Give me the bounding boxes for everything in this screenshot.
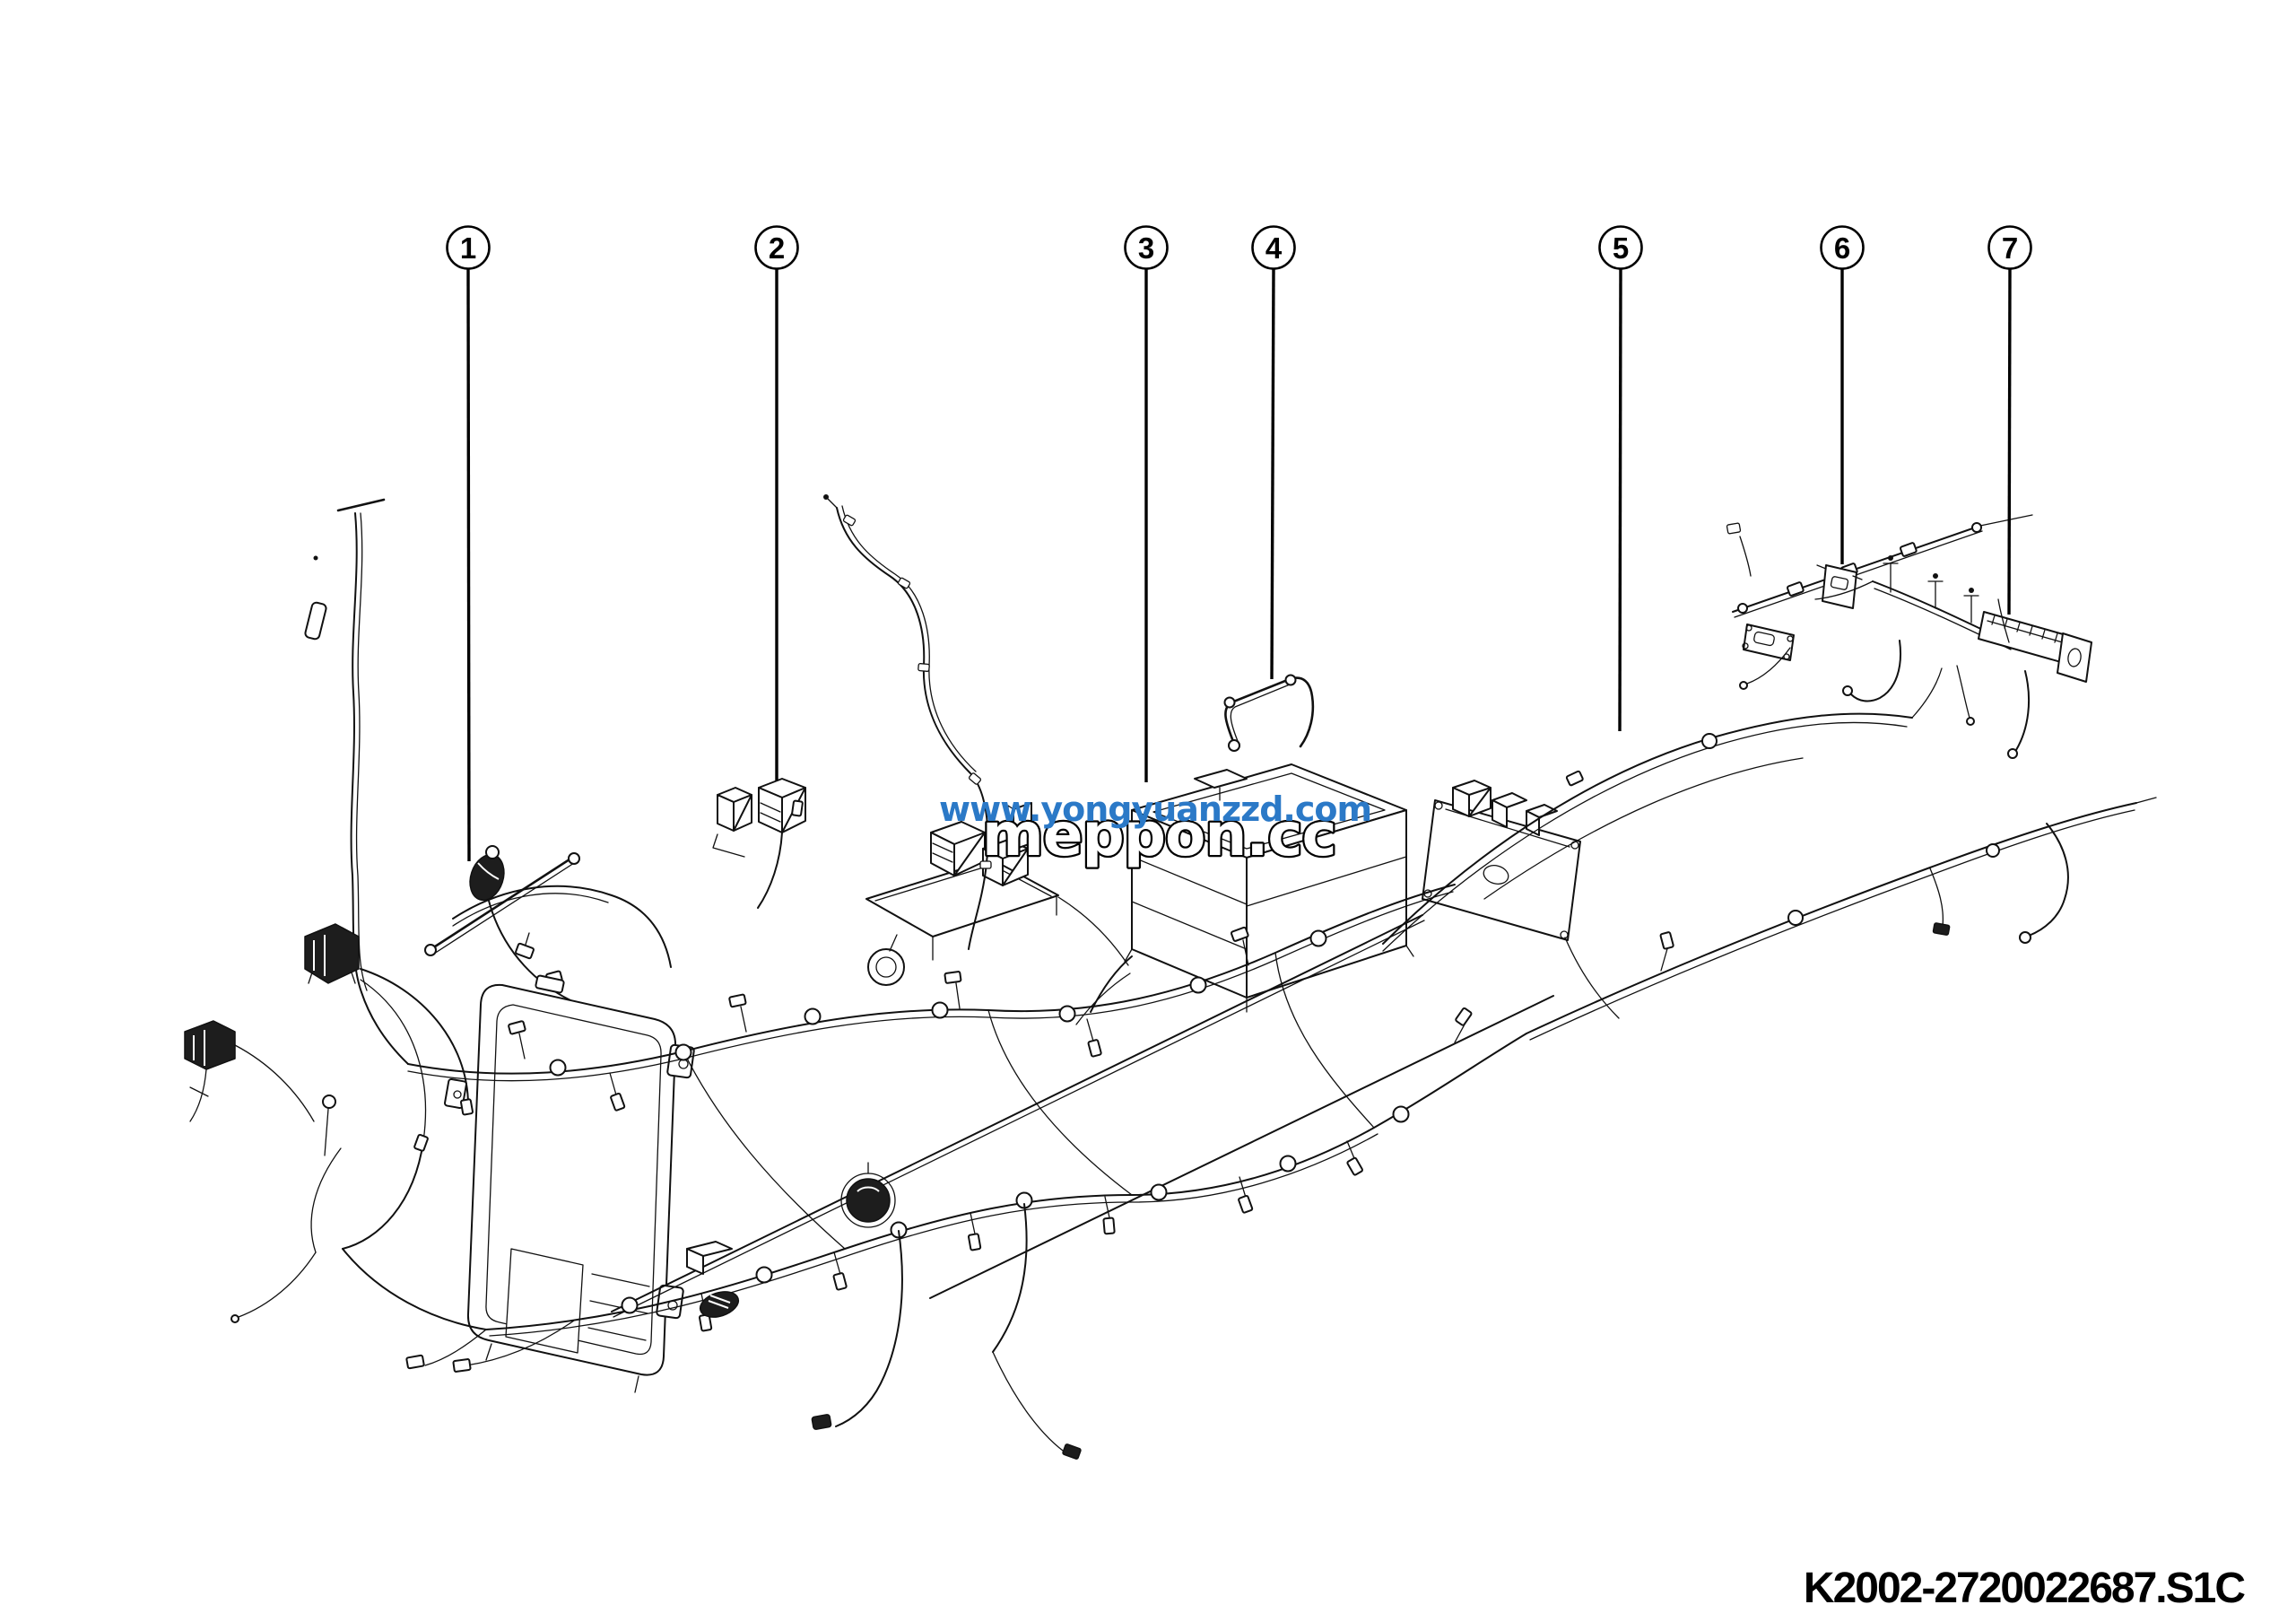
callout-marker-2: 2 — [754, 225, 799, 780]
bracket-plate — [1422, 780, 1620, 1019]
harness-artwork — [184, 494, 2157, 1460]
left-hanging-wire — [304, 498, 409, 1065]
callout-number-4: 4 — [1265, 231, 1283, 265]
hook-wire — [1223, 674, 1315, 752]
callout-marker-4: 4 — [1251, 225, 1296, 680]
callouts: 1 2 3 4 5 6 7 — [446, 225, 2032, 862]
watermark-url-text: www.yongyuanzzd.com — [939, 789, 1371, 829]
watermark-brand-text: meppon.cc — [982, 800, 1336, 869]
callout-marker-6: 6 — [1820, 225, 1865, 564]
callout-number-3: 3 — [1138, 231, 1154, 265]
horn — [840, 1162, 896, 1228]
callout-number-7: 7 — [2002, 231, 2018, 265]
watermark: meppon.cc www.yongyuanzzd.com — [939, 789, 1372, 871]
callout-marker-3: 3 — [1124, 225, 1169, 782]
callout-marker-5: 5 — [1598, 225, 1643, 732]
right-lower-trunk — [1526, 797, 2157, 1041]
engine-harness-curls — [230, 923, 487, 1370]
trunk-grommets — [549, 929, 1410, 1314]
rear-harness-cluster — [1726, 514, 2092, 759]
callout-number-6: 6 — [1834, 231, 1850, 265]
far-left-connector — [184, 1020, 315, 1122]
callout-number-5: 5 — [1613, 231, 1629, 265]
bottom-drop-wires — [452, 1203, 1082, 1460]
branch-connectors — [508, 926, 1473, 1332]
top-antenna-wire — [823, 494, 992, 950]
callout-marker-1: 1 — [446, 225, 491, 862]
part-number: K2002-2720022687.S1C — [1804, 1565, 2245, 1612]
callout-marker-7: 7 — [1987, 225, 2032, 615]
right-sweeping-cables — [1382, 667, 1943, 952]
radiator-frame — [444, 974, 695, 1393]
mounting-plate-cluster — [865, 802, 1129, 986]
callout-number-1: 1 — [460, 231, 476, 265]
callout-number-2: 2 — [769, 231, 785, 265]
front-harness-junction — [424, 845, 672, 1007]
relay-box-group — [712, 778, 806, 909]
ecu-box — [1075, 763, 1414, 1025]
